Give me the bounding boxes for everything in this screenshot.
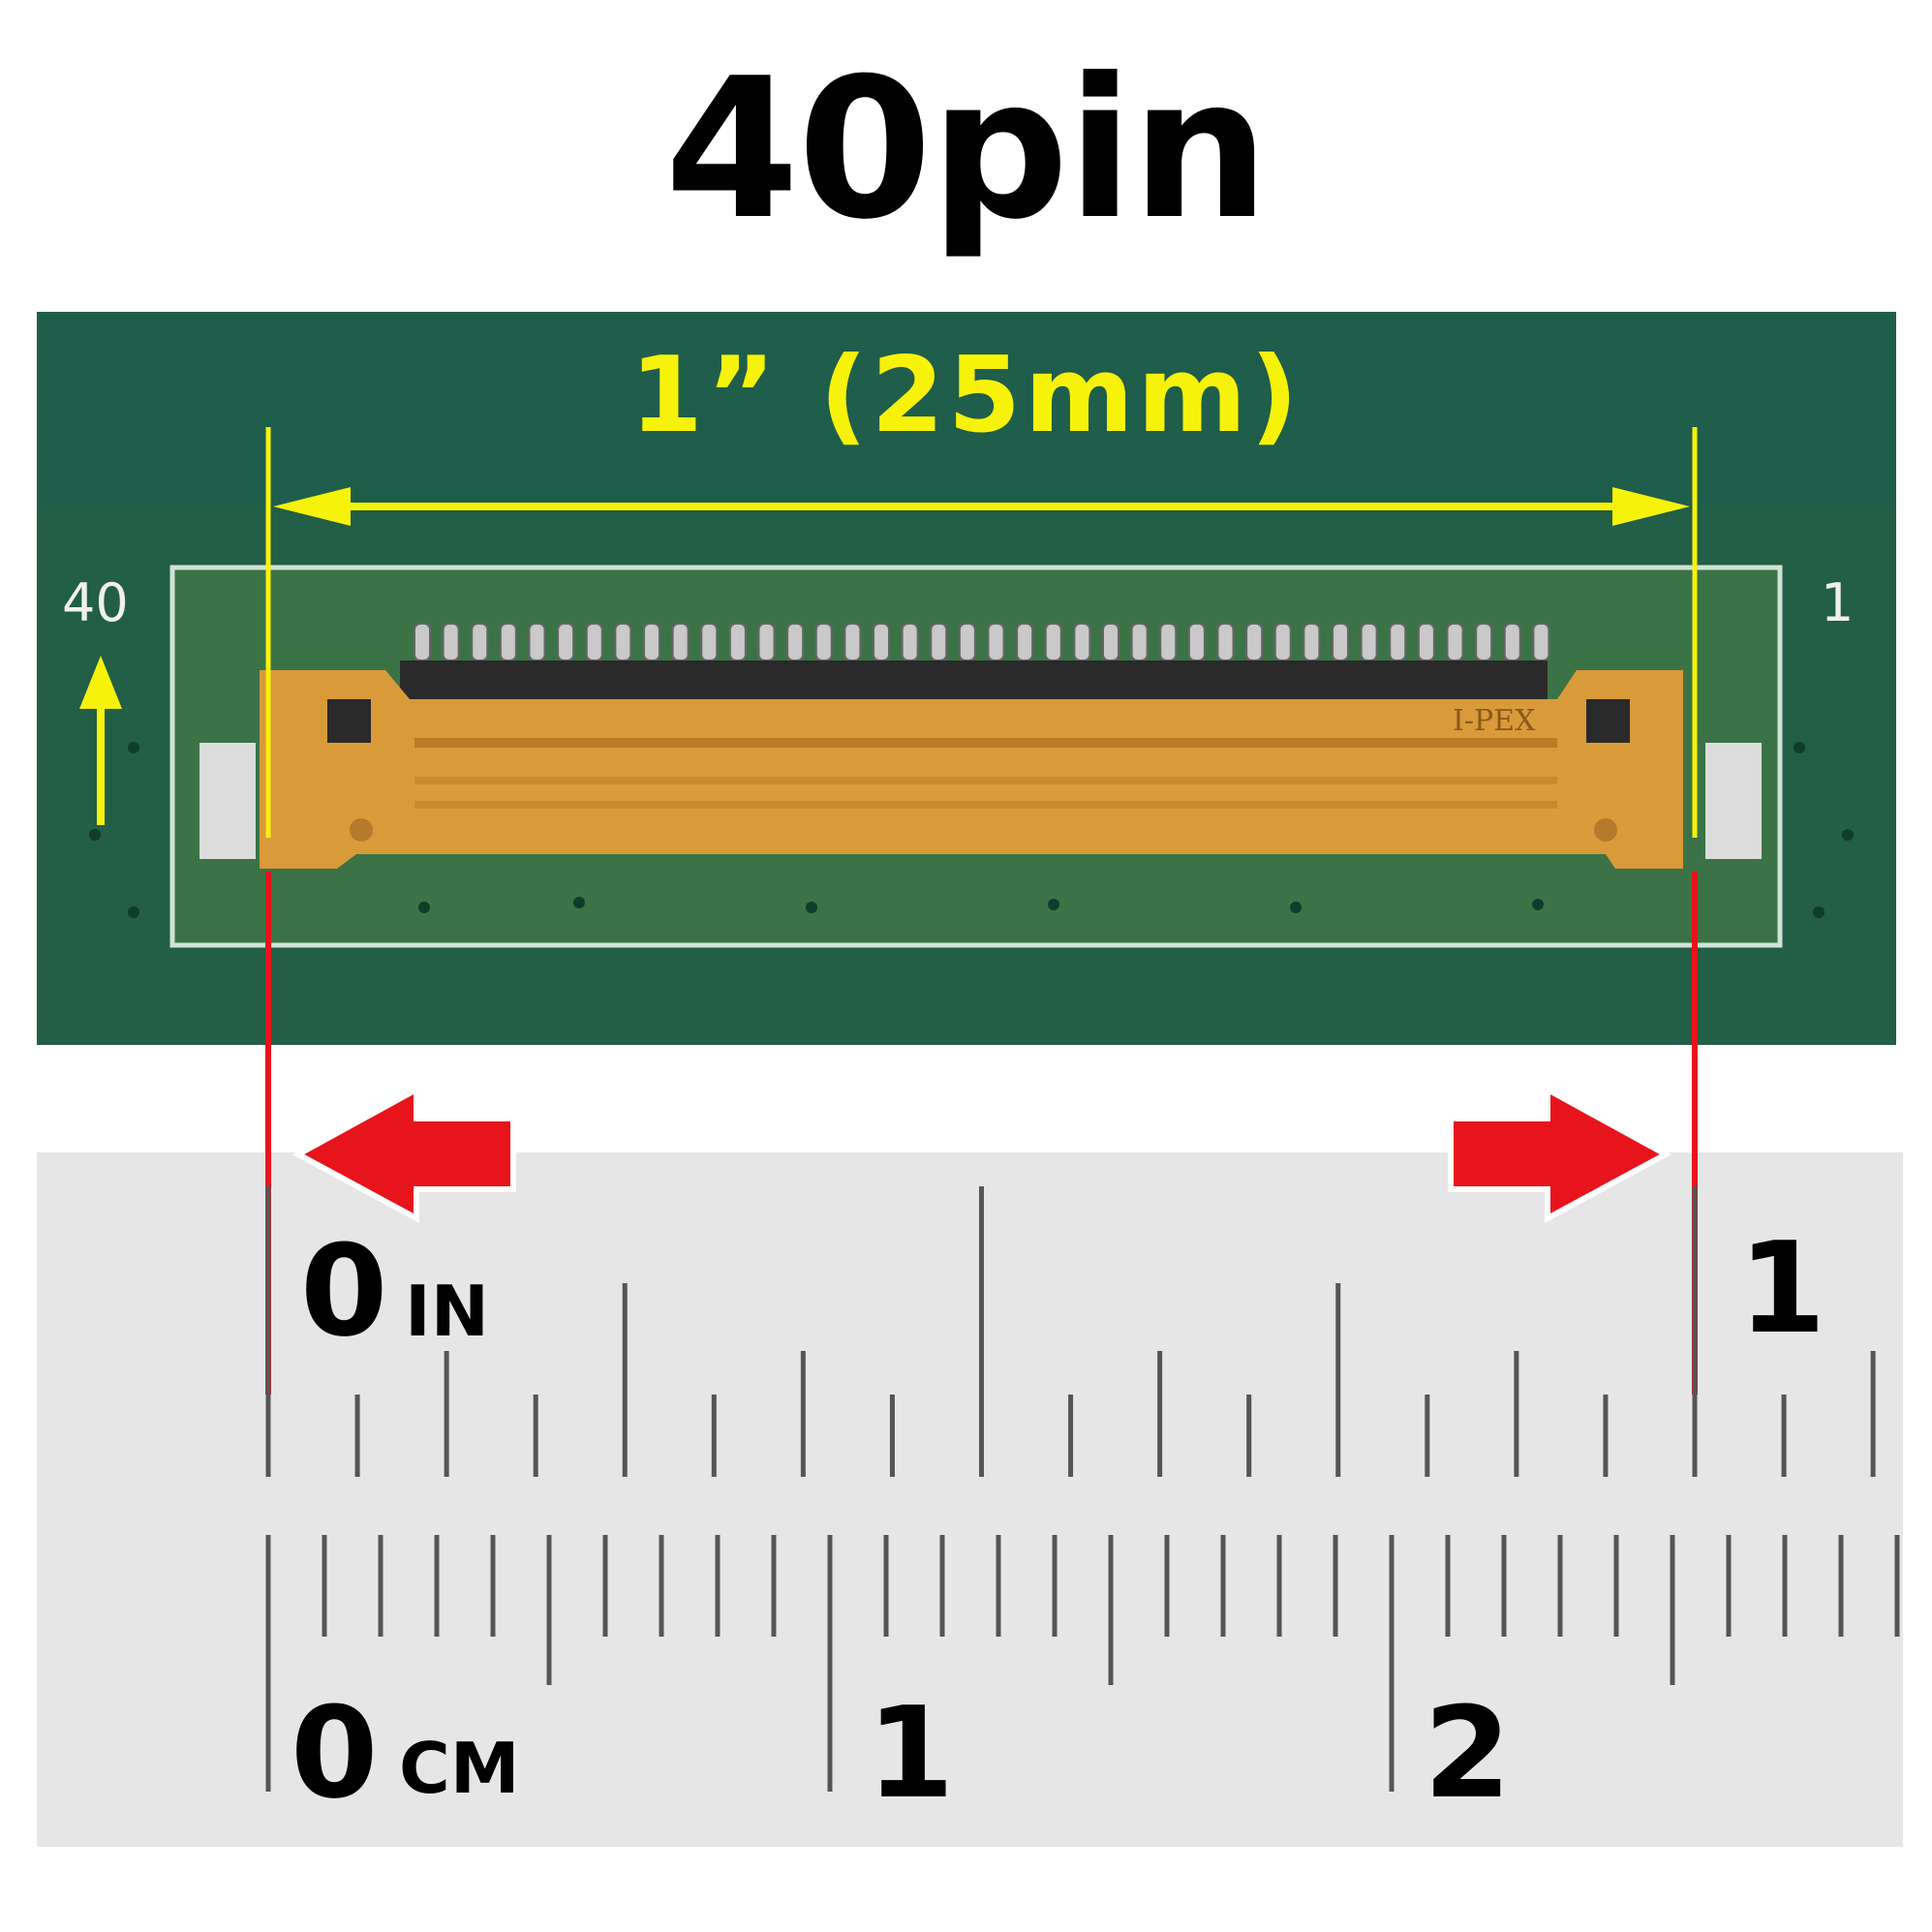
inch-unit-label: IN [405,1271,490,1352]
up-arrow-icon [79,656,122,825]
page-title: 40pin [664,37,1269,262]
right-red-arrow-icon [1448,1084,1672,1224]
pin-row [414,623,1550,661]
left-red-arrow-icon [291,1084,516,1224]
cm-label-1: 1 [867,1679,955,1826]
ruler [37,1152,1903,1847]
connector-illustration: I-PEX [37,312,1896,1045]
connector-photo: I-PEX [37,312,1896,1045]
dimension-line [265,427,1698,838]
pin-1-label: 1 [1821,572,1855,633]
cm-unit-label: CM [399,1728,520,1809]
inch-label-0: 0 [300,1217,388,1365]
inch-ticks [265,1186,1876,1477]
cm-label-0: 0 [291,1679,379,1826]
cm-ticks [265,1535,1900,1792]
dimension-label: 1” (25mm) [629,335,1303,456]
cm-label-2: 2 [1424,1679,1512,1826]
inch-label-1: 1 [1738,1214,1826,1362]
pin-40-label: 40 [62,572,129,633]
brand-mark: I-PEX [1453,704,1536,738]
